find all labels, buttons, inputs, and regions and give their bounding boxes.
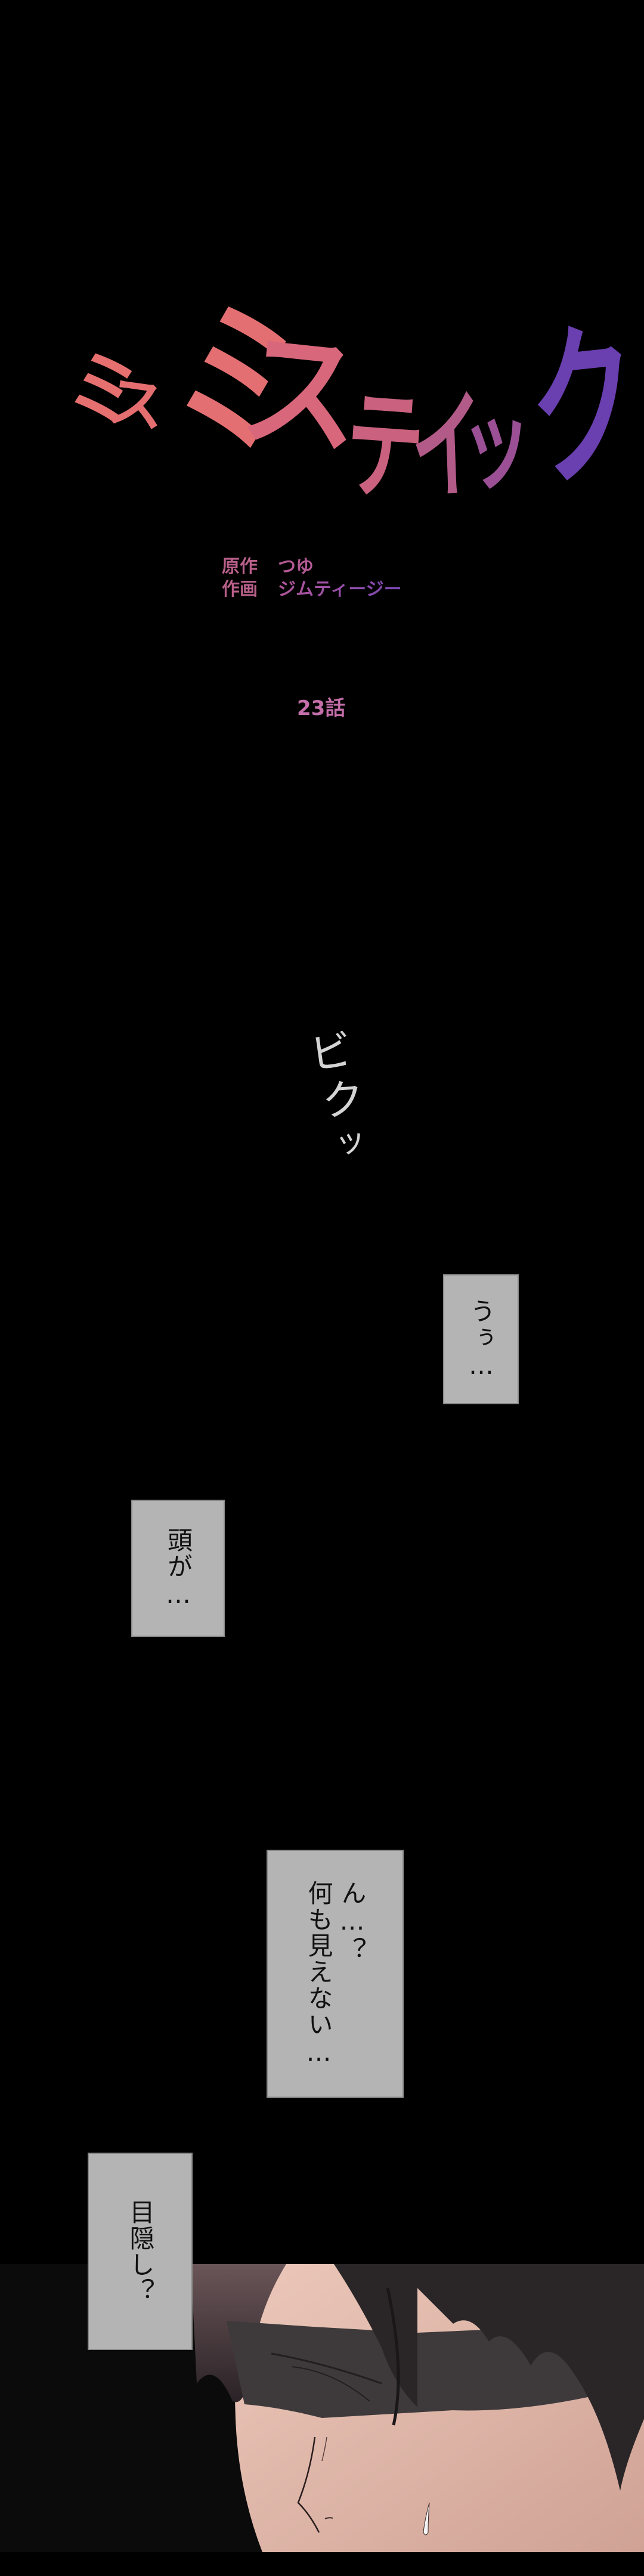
comic-panel-blindfold bbox=[0, 2264, 644, 2552]
sfx-glyph: ッ bbox=[332, 1120, 369, 1162]
narration-text: ん…？ 何も見えない… bbox=[302, 1880, 369, 2068]
sfx-glyph: ビ bbox=[306, 1025, 355, 1080]
title-glyph: ッ bbox=[457, 383, 537, 506]
title-glyph: ク bbox=[520, 302, 644, 514]
credit-art-label: 作画 bbox=[222, 579, 258, 600]
narration-box: ん…？ 何も見えない… bbox=[267, 1850, 404, 2098]
episode-number: 23話 bbox=[297, 696, 346, 720]
credit-original-label: 原作 bbox=[222, 556, 258, 577]
sfx-glyph: ク bbox=[320, 1074, 366, 1126]
credit-art-name: ジムティージー bbox=[278, 579, 402, 600]
credit-art: 作画 ジムティージー bbox=[222, 578, 402, 601]
narration-box: 頭が… bbox=[131, 1500, 225, 1637]
narration-text: 目隠し？ bbox=[126, 2199, 155, 2304]
blindfolded-face-illustration bbox=[191, 2264, 644, 2552]
narration-text: 頭が… bbox=[163, 1527, 193, 1610]
sfx-flinch: ビ ク ッ bbox=[306, 1025, 382, 1169]
credits: 原作 つゆ 作画 ジムティージー bbox=[222, 556, 402, 601]
narration-line: 何も見えない… bbox=[304, 1880, 333, 2068]
narration-box: うぅ… bbox=[443, 1274, 519, 1404]
credit-original: 原作 つゆ bbox=[222, 556, 402, 578]
credit-original-name: つゆ bbox=[278, 556, 314, 577]
narration-line: ん…？ bbox=[338, 1880, 367, 1963]
narration-box: 目隠し？ bbox=[88, 2153, 193, 2350]
series-title-logo: ミ ス ミ ス テ イ ッ ク bbox=[0, 274, 644, 537]
narration-text: うぅ… bbox=[466, 1298, 496, 1381]
title-glyph: ス bbox=[103, 367, 169, 442]
